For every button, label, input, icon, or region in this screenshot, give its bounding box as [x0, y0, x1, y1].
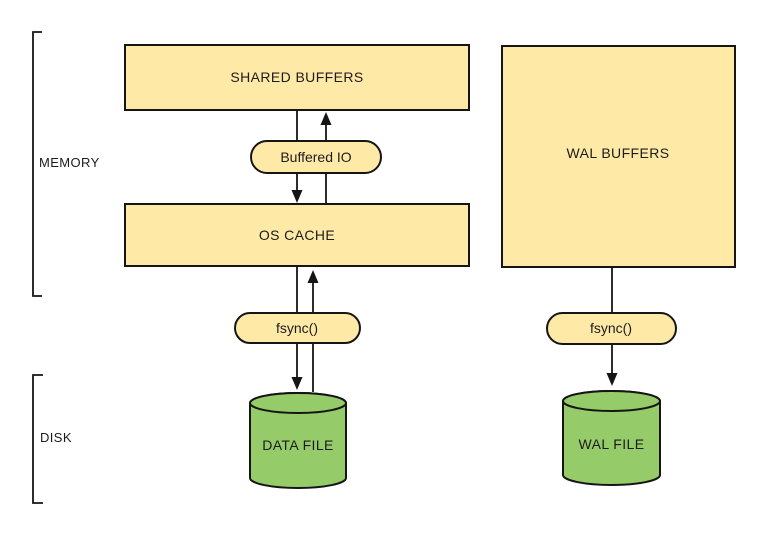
data-file-top: [249, 392, 347, 414]
wal-buffers-node: WAL BUFFERS: [501, 45, 736, 268]
disk-bracket: [32, 374, 43, 504]
fsync-data-shape: [234, 312, 361, 344]
fsync-wal-pill: fsync(): [546, 312, 677, 345]
fsync-data-pill: fsync(): [234, 312, 361, 344]
arrow-down-head: [291, 377, 303, 390]
arrow-up-head: [307, 270, 319, 283]
buffered-io-shape: [250, 140, 382, 174]
arrow-up-head: [320, 112, 332, 125]
memory-group-label: MEMORY: [39, 155, 100, 170]
os-cache-box: [124, 203, 470, 267]
disk-group: DISK: [32, 374, 72, 504]
shared-buffers-box: [124, 44, 470, 111]
wal-file-label: WAL FILE: [579, 436, 645, 452]
fsync-wal-label: fsync(): [590, 320, 632, 336]
os-cache-label: OS CACHE: [259, 227, 335, 243]
fsync-wal-shape: [546, 312, 677, 345]
fsync-data-label: fsync(): [276, 320, 318, 336]
memory-group: MEMORY: [32, 31, 100, 297]
buffered-io-label: Buffered IO: [280, 149, 351, 165]
wal-file-top: [562, 390, 661, 412]
os-cache-node: OS CACHE: [124, 203, 470, 267]
memory-bracket: [32, 31, 42, 297]
arrow-down-head: [606, 373, 618, 386]
wal-buffers-label: WAL BUFFERS: [567, 145, 670, 161]
data-file-cylinder: DATA FILE: [249, 392, 347, 489]
arrow-down-head: [291, 190, 303, 203]
wal-buffers-box: [501, 45, 736, 268]
shared-buffers-label: SHARED BUFFERS: [230, 69, 363, 85]
wal-file-cylinder: WAL FILE: [562, 390, 661, 486]
disk-group-label: DISK: [40, 430, 72, 445]
shared-buffers-node: SHARED BUFFERS: [124, 44, 470, 111]
data-file-label: DATA FILE: [262, 437, 334, 453]
buffered-io-pill: Buffered IO: [250, 140, 382, 174]
